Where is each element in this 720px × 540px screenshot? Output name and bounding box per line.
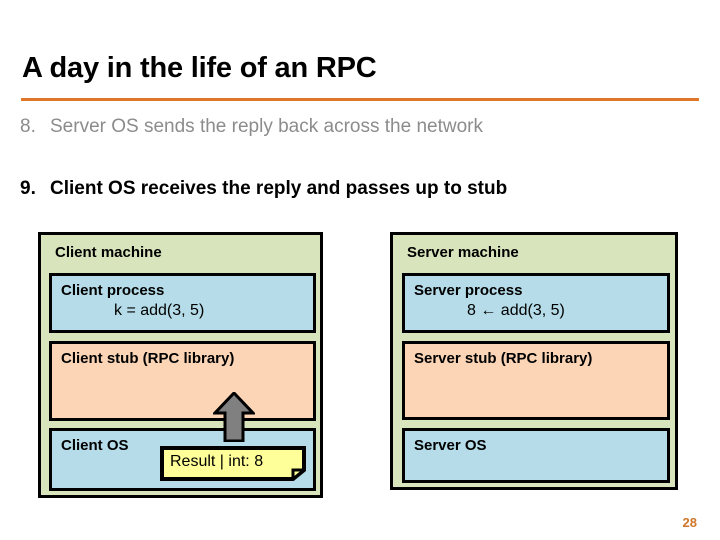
server-stub-label: Server stub (RPC library) <box>414 350 593 367</box>
server-os-box: Server OS <box>402 428 670 483</box>
bullet-number-9: 9. <box>20 178 36 199</box>
server-process-box: Server process 8 ← add(3, 5) <box>402 273 670 333</box>
client-stub-box: Client stub (RPC library) <box>49 341 316 421</box>
client-stub-label: Client stub (RPC library) <box>61 350 235 367</box>
server-stub-box: Server stub (RPC library) <box>402 341 670 420</box>
reply-up-arrow-icon <box>213 392 255 442</box>
page-number: 28 <box>682 515 697 530</box>
bullet-text-8: Server OS sends the reply back across th… <box>50 116 483 137</box>
server-machine-label: Server machine <box>407 244 519 261</box>
bullet-item-9: 9. Client OS receives the reply and passe… <box>20 178 507 200</box>
title-divider <box>21 98 699 101</box>
result-callout-text: Result | int: 8 <box>170 453 264 470</box>
bullet-number-8: 8. <box>20 116 36 137</box>
server-process-call: 8 ← add(3, 5) <box>467 302 565 319</box>
callout-note-shape <box>160 446 306 481</box>
client-os-label: Client OS <box>61 437 129 454</box>
bullet-item-8: 8. Server OS sends the reply back across … <box>20 116 483 138</box>
bullet-text-9: Client OS receives the reply and passes … <box>50 178 508 199</box>
page-title: A day in the life of an RPC <box>22 52 377 84</box>
result-callout-note: Result | int: 8 <box>160 446 306 481</box>
server-process-label: Server process <box>414 282 523 299</box>
client-process-call: k = add(3, 5) <box>114 302 205 319</box>
client-machine-label: Client machine <box>55 244 162 261</box>
server-machine-box: Server machine Server process 8 ← add(3,… <box>390 232 678 490</box>
client-process-label: Client process <box>61 282 165 299</box>
server-os-label: Server OS <box>414 437 487 454</box>
client-process-box: Client process k = add(3, 5) <box>49 273 316 333</box>
